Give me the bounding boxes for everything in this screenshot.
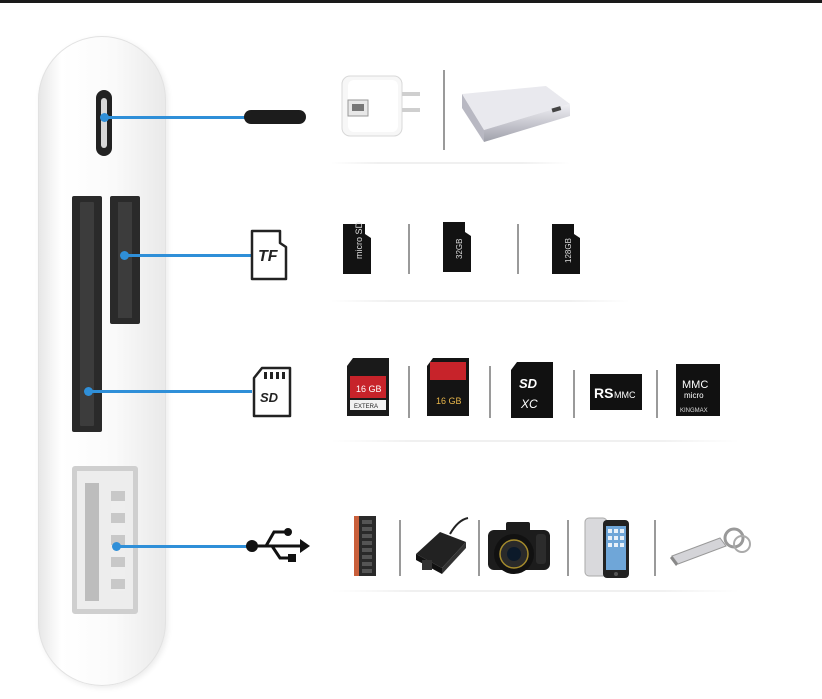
sd-card-slot xyxy=(72,196,102,432)
usb-connector-line xyxy=(112,542,250,551)
sd-label: SD xyxy=(260,390,279,405)
svg-text:micro: micro xyxy=(684,391,704,400)
microsd-card: micro SD xyxy=(343,222,371,274)
svg-text:MMC: MMC xyxy=(614,390,636,400)
separator xyxy=(517,224,519,274)
lightning-port xyxy=(96,90,112,156)
svg-text:micro SD: micro SD xyxy=(354,222,364,259)
svg-text:SD: SD xyxy=(519,376,538,391)
separator xyxy=(489,366,491,418)
tf-card-icon: TF xyxy=(250,229,288,281)
lightning-plug-icon xyxy=(244,110,306,124)
separator xyxy=(478,520,480,576)
usb-port xyxy=(72,466,138,614)
separator xyxy=(443,70,445,150)
svg-text:KINGMAX: KINGMAX xyxy=(680,408,708,414)
power-bank-icon xyxy=(462,86,570,142)
sd-card-red: 16 GB EXTERA xyxy=(347,358,389,416)
separator xyxy=(573,370,575,418)
shadow-line xyxy=(330,300,630,302)
separator xyxy=(656,370,658,418)
svg-text:EXTERA: EXTERA xyxy=(354,404,378,410)
separator xyxy=(408,224,410,274)
sd-card-black: 16 GB xyxy=(427,358,469,416)
separator xyxy=(654,520,656,576)
svg-text:MMC: MMC xyxy=(682,379,708,391)
mmc-micro-card: MMC micro KINGMAX xyxy=(676,364,720,416)
power-brick-icon xyxy=(416,517,469,574)
sd-card-icon: SD xyxy=(252,366,292,418)
keyboard-icon xyxy=(354,516,376,576)
phone-icon xyxy=(584,517,629,578)
usb-symbol-icon xyxy=(254,528,310,562)
shadow-line xyxy=(330,590,740,592)
microsd-card-128gb: 128GB xyxy=(552,224,580,274)
svg-text:32GB: 32GB xyxy=(455,239,464,259)
tf-connector-line xyxy=(120,251,254,260)
sdxc-card: SD XC xyxy=(511,362,553,418)
svg-text:RS: RS xyxy=(594,385,613,401)
separator xyxy=(399,520,401,576)
svg-text:XC: XC xyxy=(520,397,538,411)
shadow-line xyxy=(330,440,740,442)
microsd-card-32gb: 32GB xyxy=(443,222,471,272)
svg-text:16 GB: 16 GB xyxy=(436,396,462,406)
tf-card-slot xyxy=(110,196,140,324)
separator xyxy=(567,520,569,576)
svg-text:128GB: 128GB xyxy=(564,238,573,263)
tf-label: TF xyxy=(258,248,279,265)
separator xyxy=(408,366,410,418)
sd-connector-line xyxy=(84,387,252,396)
power-adapter-icon xyxy=(341,75,420,137)
lightning-connector-line xyxy=(100,113,246,122)
svg-text:16 GB: 16 GB xyxy=(356,384,382,394)
rs-mmc-card: RS MMC xyxy=(590,374,642,410)
usb-dot xyxy=(246,540,258,552)
shadow-line xyxy=(330,162,570,164)
camera-icon xyxy=(488,522,550,574)
flash-drive-icon xyxy=(670,527,751,566)
top-border xyxy=(0,0,822,3)
